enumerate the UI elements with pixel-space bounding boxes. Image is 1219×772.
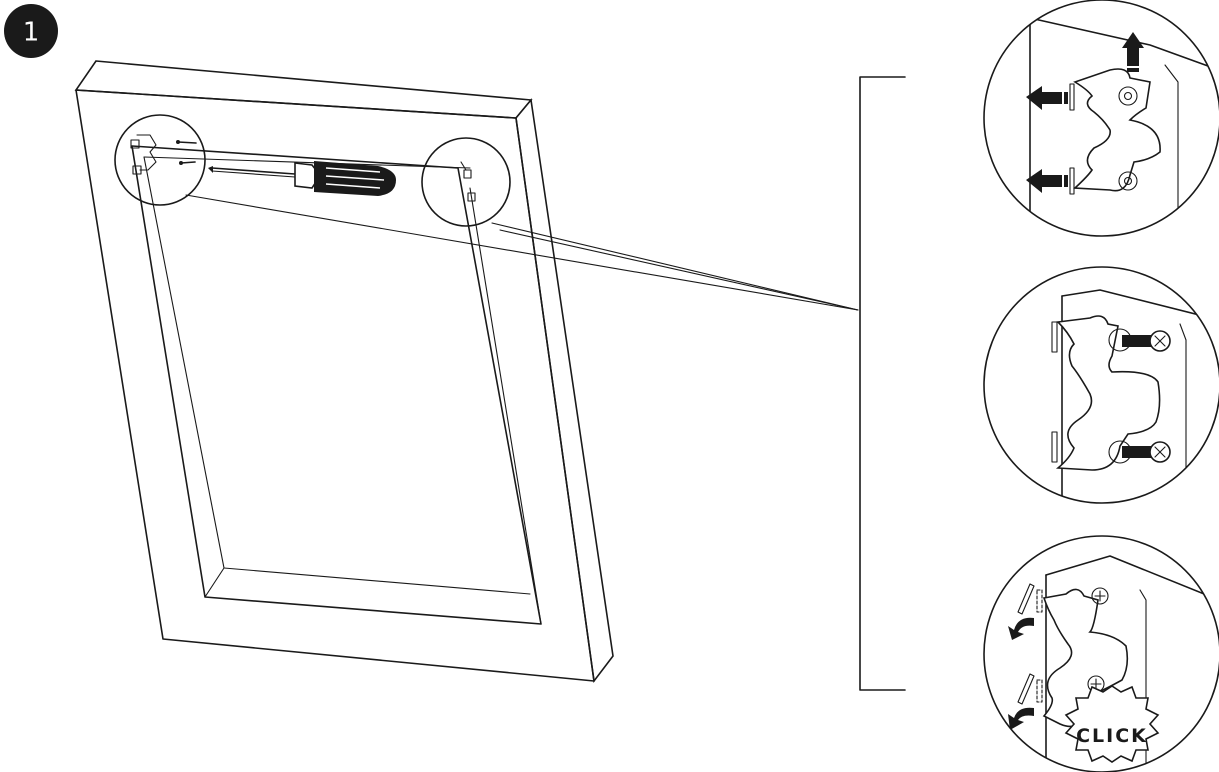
panel-1-screw-hole-top [1118, 86, 1138, 106]
frame-inner-bevel-corner [204, 567, 225, 598]
frame-inner-bevel-bottom [223, 567, 531, 595]
panel-3-tab-top-folded [1017, 583, 1035, 615]
frame-inner-bevel-top [143, 156, 471, 169]
panel-1-screw-hole-top-inner [1123, 91, 1133, 101]
frame-outer-edge [75, 89, 595, 682]
screw-bottom-cross-b [1154, 446, 1166, 458]
right-zoom-circle [421, 137, 511, 227]
panel-1-screw-hole-bottom [1118, 171, 1138, 191]
screw-2-head [179, 161, 183, 165]
panel-3-tab-top-ghost [1036, 589, 1043, 613]
left-hanger-bracket [136, 134, 157, 171]
click-label: CLICK [1076, 725, 1148, 747]
detail-panel-3: CLICK [983, 535, 1219, 772]
panel-1-tab-bottom [1069, 167, 1075, 195]
right-hanger-top [463, 169, 472, 179]
screwdriver-shaft-edge [211, 170, 296, 178]
frame-inner-bevel-left [143, 156, 225, 569]
panel-2-frame-top [1061, 289, 1219, 321]
click-burst-shape [1064, 685, 1160, 763]
panel-2-hanger-bracket [1055, 315, 1161, 471]
panel-3-tab-bottom-folded [1017, 673, 1035, 705]
screw-top-thread [1122, 335, 1156, 347]
screw-1 [177, 141, 197, 144]
handle-groove-3 [325, 183, 381, 189]
handle-groove-2 [325, 175, 385, 181]
screw-1-head [176, 140, 180, 144]
callout-line-right-a [491, 222, 859, 311]
detail-panel-2 [983, 266, 1219, 504]
handle-groove-1 [325, 167, 381, 173]
panel-3-curved-arrow-top-icon [1008, 617, 1034, 640]
screwdriver-tip [208, 166, 213, 173]
panel-2-screw-top [1122, 330, 1171, 352]
callout-lines [185, 76, 906, 691]
screw-2 [180, 161, 196, 164]
picture-frame [74, 60, 614, 684]
callout-bracket [859, 76, 906, 691]
callout-line-left [185, 194, 859, 311]
panel-1-left-arrow-bottom-tail [1064, 175, 1068, 187]
panel-1-hanger-bracket [1073, 68, 1161, 192]
panel-2-frame-inner [1179, 323, 1187, 503]
panel-1-left-arrow-bottom-icon [1026, 169, 1062, 193]
frame-inner-edge [131, 145, 542, 625]
click-burst: CLICK [1064, 685, 1160, 763]
panel-3-screw-top [1091, 587, 1109, 605]
panel-2-screw-bottom [1122, 441, 1171, 463]
panel-3-screw-top-head [1091, 587, 1109, 605]
panel-1-left-arrow-top-icon [1026, 86, 1062, 110]
step-badge: 1 [4, 4, 58, 58]
left-zoom-circle [114, 114, 206, 206]
screw-top-cross-b [1154, 335, 1166, 347]
panel-1-frame-top [1029, 17, 1219, 71]
panel-1-frame-inner [1164, 64, 1179, 236]
screwdriver [208, 161, 396, 196]
panel-2-tab-top [1051, 321, 1058, 353]
frame-top-face [74, 60, 533, 119]
frame-right-hanger-detail [421, 137, 511, 227]
frame-inner-bevel-right [469, 187, 542, 625]
screw-bottom-thread [1122, 446, 1156, 458]
step-badge-circle [4, 4, 58, 58]
callout-line-right-b [499, 229, 859, 311]
panel-1-left-arrow-top-tail [1064, 92, 1068, 104]
panel-1-up-arrow-icon [1122, 32, 1144, 66]
panel-1-tab-top [1069, 83, 1075, 111]
panel-3-frame-top [1045, 555, 1219, 601]
frame-left-hanger-detail [114, 114, 206, 206]
panel-1-screw-hole-bottom-inner [1123, 176, 1133, 186]
screwdriver-ferrule [294, 162, 317, 189]
frame-right-face [515, 98, 614, 684]
right-hanger-bottom [467, 192, 476, 202]
detail-panel-1 [983, 0, 1219, 237]
left-hanger-top [130, 139, 140, 149]
panel-3-tab-bottom-ghost [1036, 679, 1043, 703]
panel-2-tab-bottom [1051, 431, 1058, 463]
step-number: 1 [23, 18, 40, 48]
panel-3-curved-arrow-bottom-icon [1008, 707, 1034, 730]
panel-1-up-arrow-tail [1127, 68, 1139, 72]
screwdriver-shaft [211, 167, 296, 175]
right-hanger-line [460, 161, 467, 171]
